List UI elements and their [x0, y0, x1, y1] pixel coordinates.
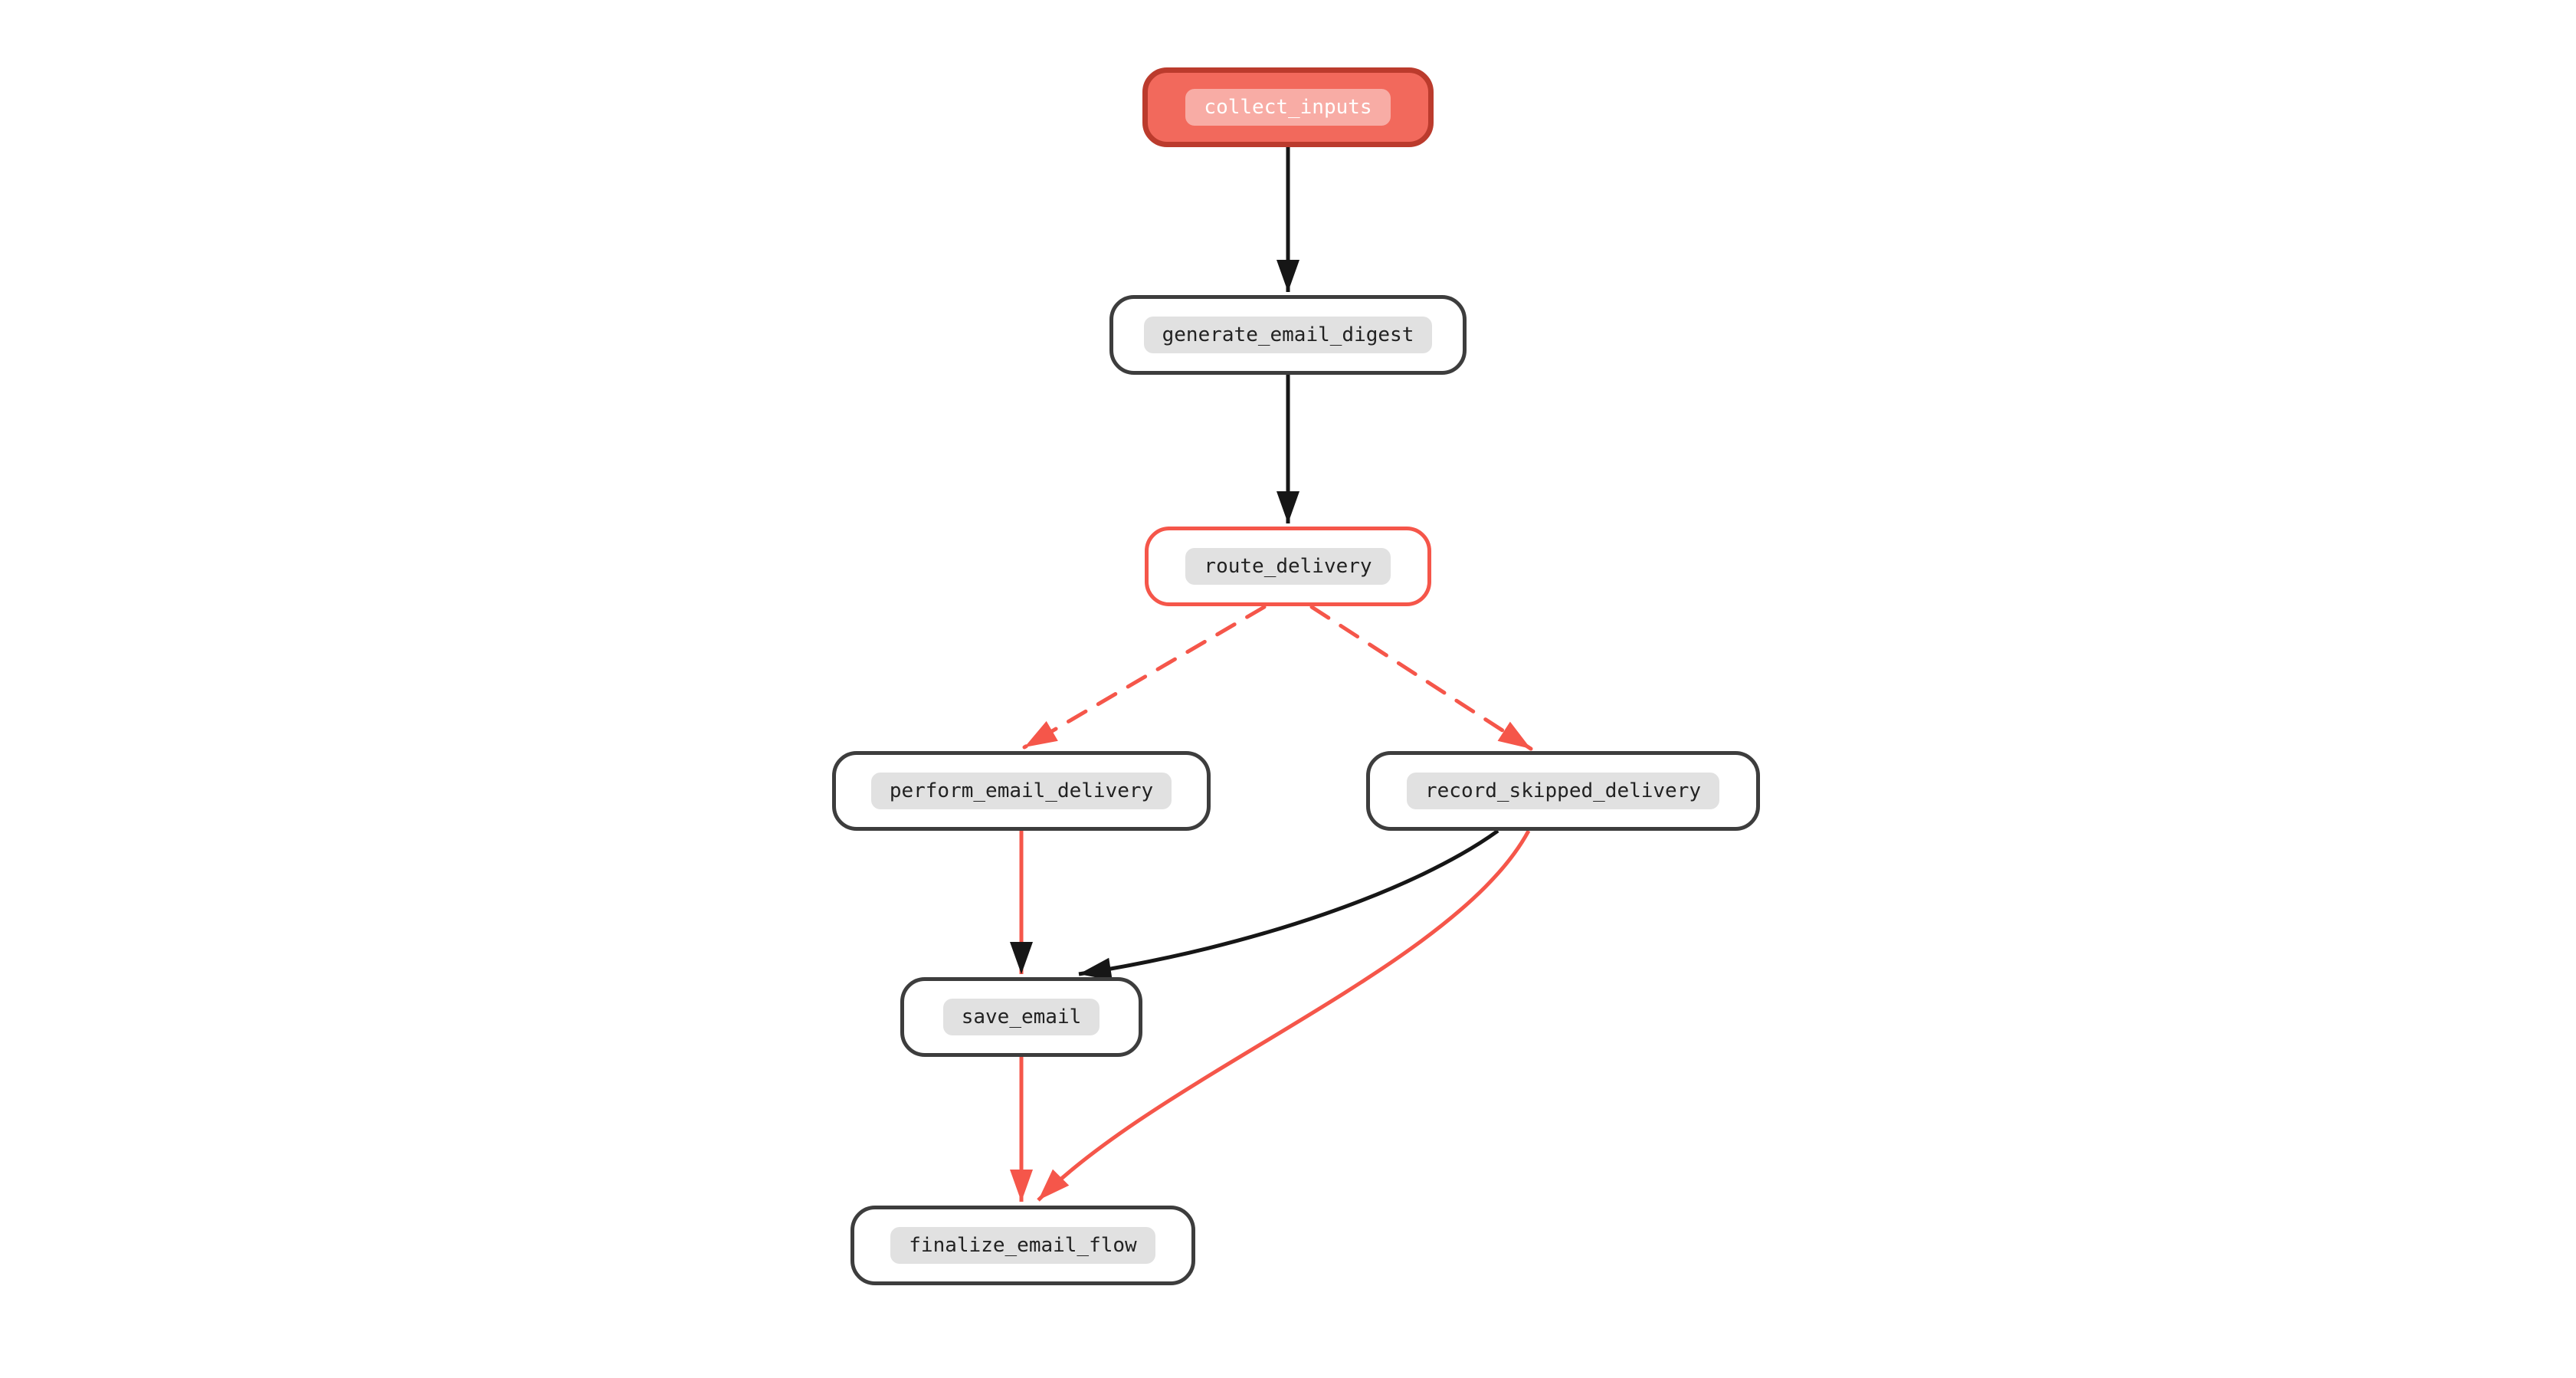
node-save_email: save_email [900, 977, 1142, 1057]
node-perform_email_delivery-label: perform_email_delivery [870, 773, 1172, 809]
node-collect_inputs-label: collect_inputs [1185, 89, 1391, 126]
node-record_skipped_delivery: record_skipped_delivery [1366, 751, 1760, 831]
edge-route_delivery-to-record_skipped_delivery [1309, 605, 1533, 751]
node-route_delivery-label: route_delivery [1185, 548, 1391, 585]
node-save_email-label: save_email [942, 999, 1100, 1035]
edge-route_delivery-to-perform_email_delivery [1022, 605, 1267, 750]
node-generate_email_digest-label: generate_email_digest [1143, 317, 1433, 353]
edge-record_skipped_delivery-to-save_email [1078, 828, 1499, 981]
node-generate_email_digest: generate_email_digest [1109, 295, 1467, 375]
node-route_delivery: route_delivery [1145, 527, 1431, 606]
node-finalize_email_flow: finalize_email_flow [850, 1206, 1195, 1285]
node-collect_inputs: collect_inputs [1142, 67, 1434, 147]
node-record_skipped_delivery-label: record_skipped_delivery [1406, 773, 1720, 809]
node-finalize_email_flow-label: finalize_email_flow [890, 1227, 1155, 1264]
node-perform_email_delivery: perform_email_delivery [832, 751, 1211, 831]
